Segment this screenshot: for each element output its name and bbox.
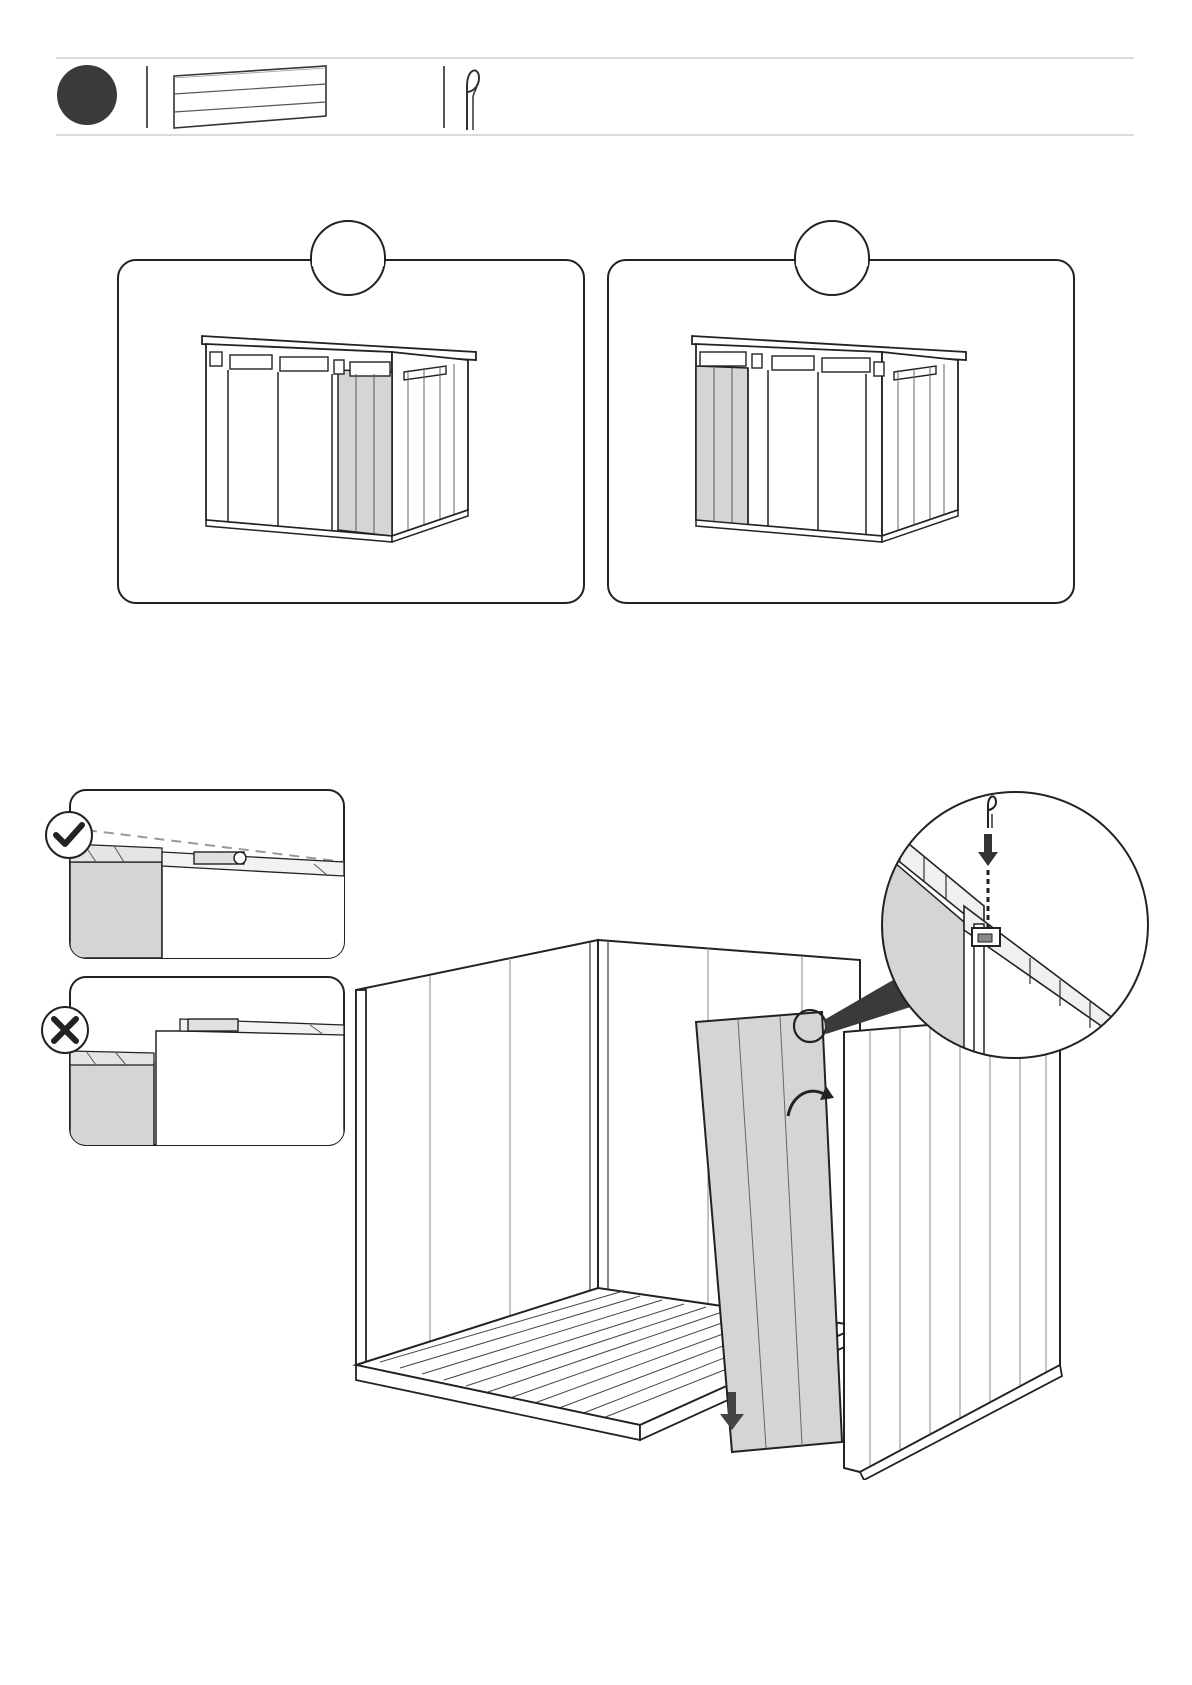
option-panel-right xyxy=(606,220,1076,605)
detail-inset-incorrect xyxy=(40,975,346,1147)
shed-door-right-variant-icon xyxy=(196,330,496,555)
detail-inset-correct xyxy=(44,788,346,960)
cross-icon xyxy=(40,1005,90,1055)
divider xyxy=(443,66,445,128)
divider xyxy=(146,66,148,128)
wall-panel-part-icon xyxy=(170,62,332,132)
option-panel-left xyxy=(116,220,586,605)
shed-door-left-variant-icon xyxy=(686,330,986,555)
step-number-badge xyxy=(57,65,117,125)
parts-header xyxy=(0,0,1192,150)
clip-insertion-detail-icon xyxy=(880,790,1150,1060)
checkmark-icon xyxy=(44,810,94,860)
connector-clip-part-icon xyxy=(455,62,485,132)
